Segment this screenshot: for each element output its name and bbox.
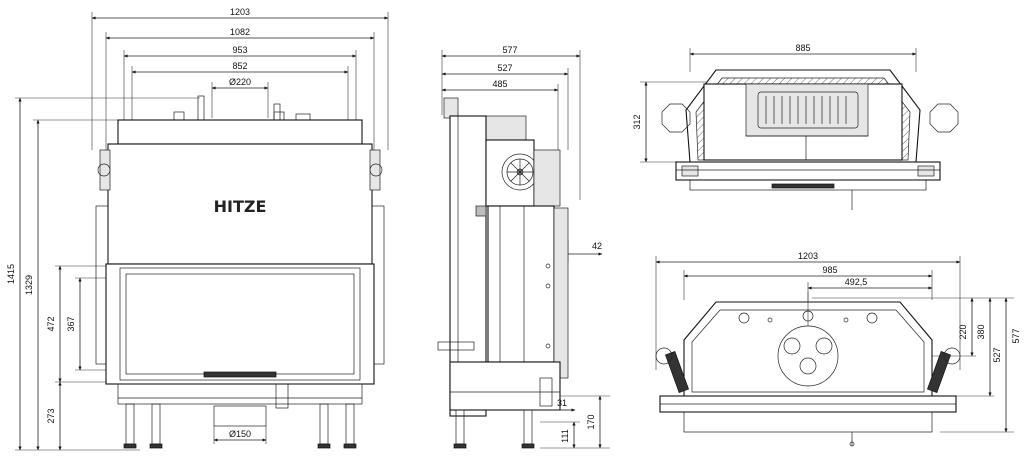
dim-111-label: 111 [560,429,570,443]
dim-885-label: 885 [795,43,810,53]
side-height-dimensions: 31 111 170 [532,395,610,449]
dim-985-label: 985 [822,265,837,275]
dim-472-label: 472 [46,316,56,331]
front-insert-body: HITZE Ø150 [95,95,385,449]
dim-plan-1203-label: 1203 [798,251,818,261]
dim-527-label: 527 [497,63,512,73]
brand-logo: HITZE [214,197,267,216]
dim-31-label: 31 [557,398,567,408]
dim-170-label: 170 [586,414,596,429]
front-width-dimensions: 1203 1082 953 852 Ø220 [91,7,389,150]
dim-flue-diameter-label: Ø220 [229,77,251,87]
dim-312-label: 312 [632,114,642,129]
dim-1415-label: 1415 [6,264,16,284]
dim-380-label: 380 [976,324,986,339]
top-vent-slots [757,91,859,129]
front-height-dimensions: 1415 1329 472 367 273 [6,97,200,451]
dim-577-plan-label: 577 [1011,328,1021,343]
plan-insert-body [655,292,961,447]
dim-527-plan-label: 527 [992,347,1002,362]
dim-1203-label: 1203 [230,7,250,17]
dim-367-label: 367 [66,316,76,331]
front-view: 1203 1082 953 852 Ø220 1415 132 [6,7,389,451]
fan-blades [507,159,533,185]
dim-42-label: 42 [592,241,602,251]
dim-air-inlet-label: Ø150 [229,429,251,439]
dim-953-label: 953 [232,45,247,55]
side-insert-body [437,97,569,449]
top-insert-body [661,69,959,210]
dim-273-label: 273 [46,408,56,423]
dim-492-5-label: 492,5 [845,277,868,287]
dim-852-label: 852 [232,61,247,71]
top-view: 885 312 [632,43,959,210]
dim-485-label: 485 [492,79,507,89]
dim-220-label: 220 [958,324,968,339]
dim-1329-label: 1329 [24,275,34,295]
dim-577-label: 577 [502,45,517,55]
plan-view: 1203 985 492,5 220 380 527 577 [655,251,1021,447]
side-view: 577 527 485 42 [437,45,610,449]
dim-1082-label: 1082 [230,27,250,37]
